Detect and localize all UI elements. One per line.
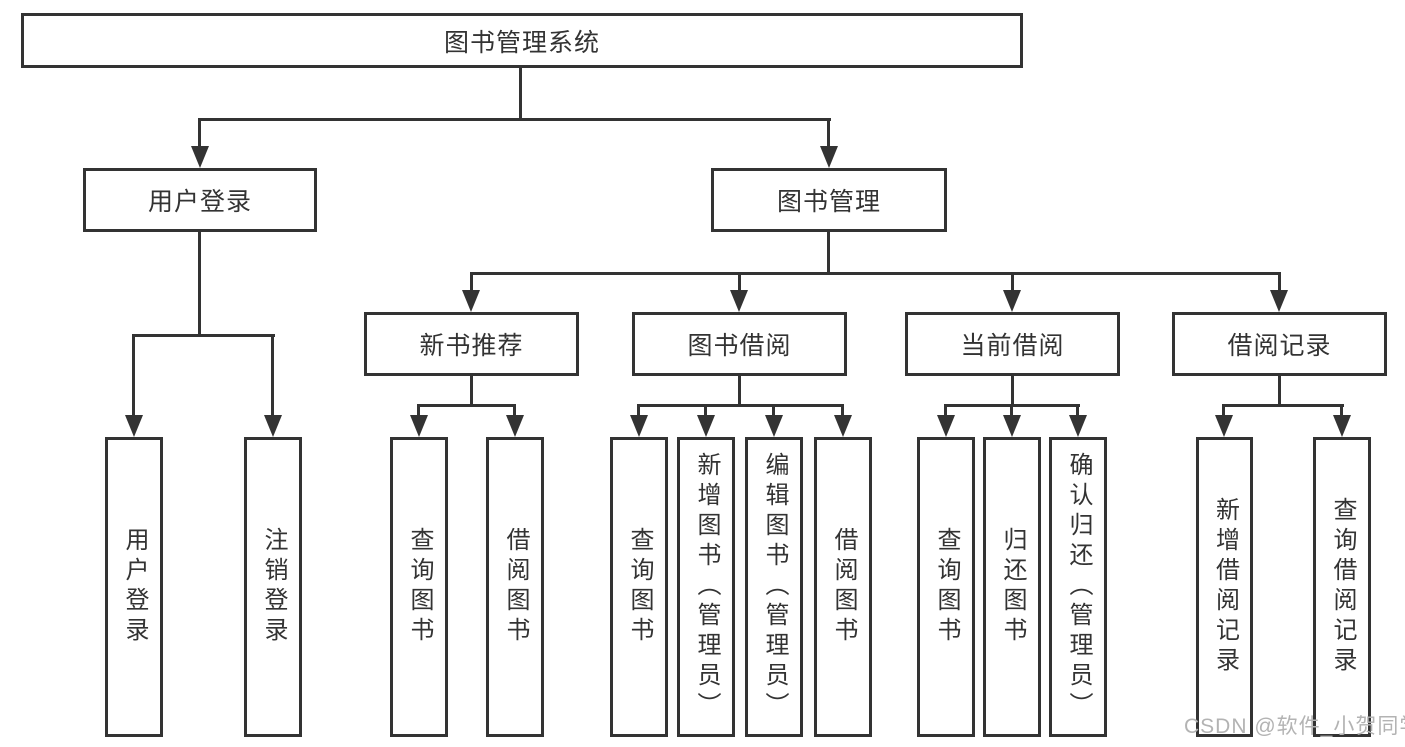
- connector-branch-ul-logout: [271, 334, 274, 417]
- connector-borrow-record-stem: [1278, 376, 1281, 407]
- node-user-login-label: 用户登录: [147, 188, 252, 216]
- node-root: 图书管理系统: [21, 13, 1023, 68]
- node-cb-return-label: 归还图书: [999, 527, 1026, 647]
- connector-branch-cb-query: [944, 404, 947, 417]
- connector-branch-user-login: [198, 118, 201, 148]
- connector-branch-bb-edit: [772, 404, 775, 417]
- connector-branch-nb-query: [417, 404, 420, 417]
- connector-book-mgmt-rail: [470, 272, 1281, 275]
- node-book-mgmt: 图书管理: [711, 168, 947, 232]
- node-bb-edit-label: 编辑图书（管理员）: [761, 452, 788, 722]
- connector-branch-cb-return: [1010, 404, 1013, 417]
- connector-current-borrow-stem: [1011, 376, 1014, 407]
- arrowhead-bb-add-icon: [697, 415, 715, 437]
- node-cb-query: 查询图书: [917, 437, 975, 737]
- arrowhead-ul-logout-icon: [264, 415, 282, 437]
- connector-branch-br-add: [1222, 404, 1225, 417]
- connector-book-borrow-rail: [637, 404, 844, 407]
- arrowhead-nb-borrow-icon: [506, 415, 524, 437]
- node-br-add-label: 新增借阅记录: [1211, 497, 1239, 677]
- connector-branch-new-book-rec: [470, 272, 473, 292]
- arrowhead-borrow-record-icon: [1270, 290, 1288, 312]
- connector-branch-br-query: [1340, 404, 1343, 417]
- arrowhead-bb-edit-icon: [765, 415, 783, 437]
- node-br-query-label: 查询借阅记录: [1329, 497, 1356, 677]
- node-bb-edit: 编辑图书（管理员）: [745, 437, 803, 737]
- node-bb-query-label: 查询图书: [626, 527, 653, 647]
- node-ul-logout-label: 注销登录: [260, 527, 287, 647]
- node-ul-login: 用户登录: [105, 437, 163, 737]
- arrowhead-current-borrow-icon: [1003, 290, 1021, 312]
- arrowhead-cb-query-icon: [937, 415, 955, 437]
- arrowhead-ul-login-icon: [125, 415, 143, 437]
- node-current-borrow: 当前借阅: [905, 312, 1120, 376]
- connector-root-stem: [519, 68, 522, 121]
- connector-branch-bb-borrow: [841, 404, 844, 417]
- connector-branch-book-mgmt: [827, 118, 830, 148]
- connector-branch-cb-confirm: [1076, 404, 1079, 417]
- connector-book-mgmt-stem: [827, 232, 830, 275]
- arrowhead-cb-return-icon: [1003, 415, 1021, 437]
- node-bb-borrow-label: 借阅图书: [830, 527, 857, 647]
- connector-root-rail: [198, 118, 831, 121]
- node-new-book-rec-label: 新书推荐: [419, 332, 524, 360]
- node-user-login: 用户登录: [83, 168, 317, 232]
- csdn-watermark: CSDN @软件_小贺同学: [1184, 715, 1405, 738]
- node-bb-query: 查询图书: [610, 437, 668, 737]
- connector-new-book-rec-stem: [470, 376, 473, 407]
- node-nb-borrow: 借阅图书: [486, 437, 544, 737]
- node-book-mgmt-label: 图书管理: [776, 188, 881, 216]
- arrowhead-book-mgmt-icon: [820, 146, 838, 168]
- connector-branch-borrow-record: [1278, 272, 1281, 292]
- node-root-label: 图书管理系统: [443, 28, 600, 57]
- arrowhead-book-borrow-icon: [730, 290, 748, 312]
- connector-user-login-stem: [198, 232, 201, 337]
- connector-new-book-rec-rail: [417, 404, 516, 407]
- arrowhead-user-login-icon: [191, 146, 209, 168]
- connector-branch-bb-add: [704, 404, 707, 417]
- node-cb-query-label: 查询图书: [933, 527, 960, 647]
- node-nb-borrow-label: 借阅图书: [502, 527, 529, 647]
- node-nb-query: 查询图书: [390, 437, 448, 737]
- arrowhead-nb-query-icon: [410, 415, 428, 437]
- node-bb-add: 新增图书（管理员）: [677, 437, 735, 737]
- node-borrow-record-label: 借阅记录: [1227, 332, 1332, 360]
- arrowhead-new-book-rec-icon: [462, 290, 480, 312]
- arrowhead-br-add-icon: [1215, 415, 1233, 437]
- connector-branch-current-borrow: [1011, 272, 1014, 292]
- connector-user-login-rail: [132, 334, 275, 337]
- arrowhead-cb-confirm-icon: [1069, 415, 1087, 437]
- connector-book-borrow-stem: [738, 376, 741, 407]
- connector-branch-nb-borrow: [513, 404, 516, 417]
- node-cb-return: 归还图书: [983, 437, 1041, 737]
- node-ul-logout: 注销登录: [244, 437, 302, 737]
- node-br-query: 查询借阅记录: [1313, 437, 1371, 737]
- node-cb-confirm-label: 确认归还（管理员）: [1065, 452, 1092, 722]
- node-nb-query-label: 查询图书: [406, 527, 433, 647]
- connector-branch-ul-login: [132, 334, 135, 417]
- connector-branch-bb-query: [637, 404, 640, 417]
- arrowhead-bb-borrow-icon: [834, 415, 852, 437]
- node-current-borrow-label: 当前借阅: [960, 332, 1065, 360]
- arrowhead-bb-query-icon: [630, 415, 648, 437]
- node-bb-borrow: 借阅图书: [814, 437, 872, 737]
- node-book-borrow-label: 图书借阅: [687, 332, 792, 360]
- node-new-book-rec: 新书推荐: [364, 312, 579, 376]
- node-br-add: 新增借阅记录: [1196, 437, 1253, 737]
- arrowhead-br-query-icon: [1333, 415, 1351, 437]
- node-book-borrow: 图书借阅: [632, 312, 847, 376]
- connector-borrow-record-rail: [1222, 404, 1344, 407]
- connector-branch-book-borrow: [738, 272, 741, 292]
- node-borrow-record: 借阅记录: [1172, 312, 1387, 376]
- node-ul-login-label: 用户登录: [121, 527, 148, 647]
- node-bb-add-label: 新增图书（管理员）: [693, 452, 720, 722]
- node-cb-confirm: 确认归还（管理员）: [1049, 437, 1107, 737]
